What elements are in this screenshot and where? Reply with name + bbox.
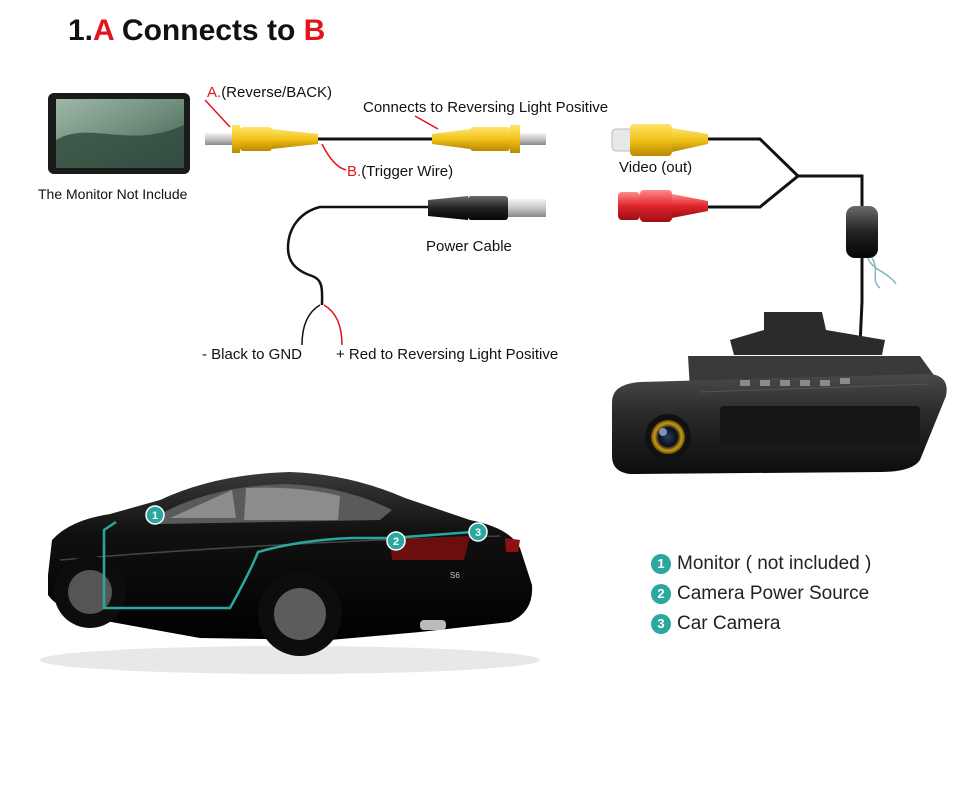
title-prefix: 1. bbox=[68, 14, 94, 47]
svg-text:3: 3 bbox=[475, 527, 481, 539]
legend-number-2: 2 bbox=[651, 584, 671, 604]
legend-text-2: Camera Power Source bbox=[677, 583, 870, 604]
leader-a bbox=[204, 99, 231, 128]
legend-item-1: 1 Monitor ( not included ) bbox=[651, 553, 871, 575]
legend-number-1: 1 bbox=[651, 554, 671, 574]
label-b-prefix: B. bbox=[347, 163, 362, 180]
title-middle: Connects to bbox=[113, 14, 304, 47]
legend-text-1: Monitor ( not included ) bbox=[677, 553, 872, 574]
marker-1: 1 bbox=[145, 505, 165, 525]
car-badge: S6 bbox=[450, 571, 460, 580]
marker-3: 3 bbox=[468, 522, 488, 542]
label-a-text: (Reverse/BACK) bbox=[221, 84, 333, 101]
legend-text-3: Car Camera bbox=[677, 613, 781, 634]
svg-text:1: 1 bbox=[152, 510, 158, 522]
legend-item-3: 3 Car Camera bbox=[651, 613, 780, 635]
monitor-image bbox=[48, 93, 190, 174]
legend-item-2: 2 Camera Power Source bbox=[651, 583, 869, 605]
leader-connects bbox=[414, 115, 439, 130]
car-image bbox=[40, 472, 540, 674]
label-a: A.(Reverse/BACK) bbox=[207, 84, 332, 101]
page-title: 1.A Connects to B bbox=[68, 14, 325, 48]
black-gnd-label: - Black to GND bbox=[202, 346, 303, 363]
connects-note: Connects to Reversing Light Positive bbox=[363, 99, 609, 116]
title-a: A bbox=[93, 14, 114, 47]
svg-text:2: 2 bbox=[393, 536, 399, 548]
legend-number-3: 3 bbox=[651, 614, 671, 634]
power-cable-label: Power Cable bbox=[426, 238, 512, 255]
camera-image bbox=[612, 312, 947, 474]
title-b: B bbox=[303, 14, 326, 47]
label-a-prefix: A. bbox=[207, 84, 222, 101]
rca-plug-right bbox=[432, 125, 546, 153]
label-b: B.(Trigger Wire) bbox=[347, 163, 453, 180]
trigger-wire-red bbox=[321, 143, 347, 171]
rca-plug-left bbox=[205, 125, 318, 153]
marker-2: 2 bbox=[386, 531, 406, 551]
red-positive-label: + Red to Reversing Light Positive bbox=[336, 346, 559, 363]
video-out-label: Video (out) bbox=[619, 159, 693, 176]
label-b-text: (Trigger Wire) bbox=[361, 163, 454, 180]
monitor-caption: The Monitor Not Include bbox=[38, 186, 188, 202]
camera-harness bbox=[611, 124, 897, 346]
power-cable bbox=[286, 196, 546, 346]
